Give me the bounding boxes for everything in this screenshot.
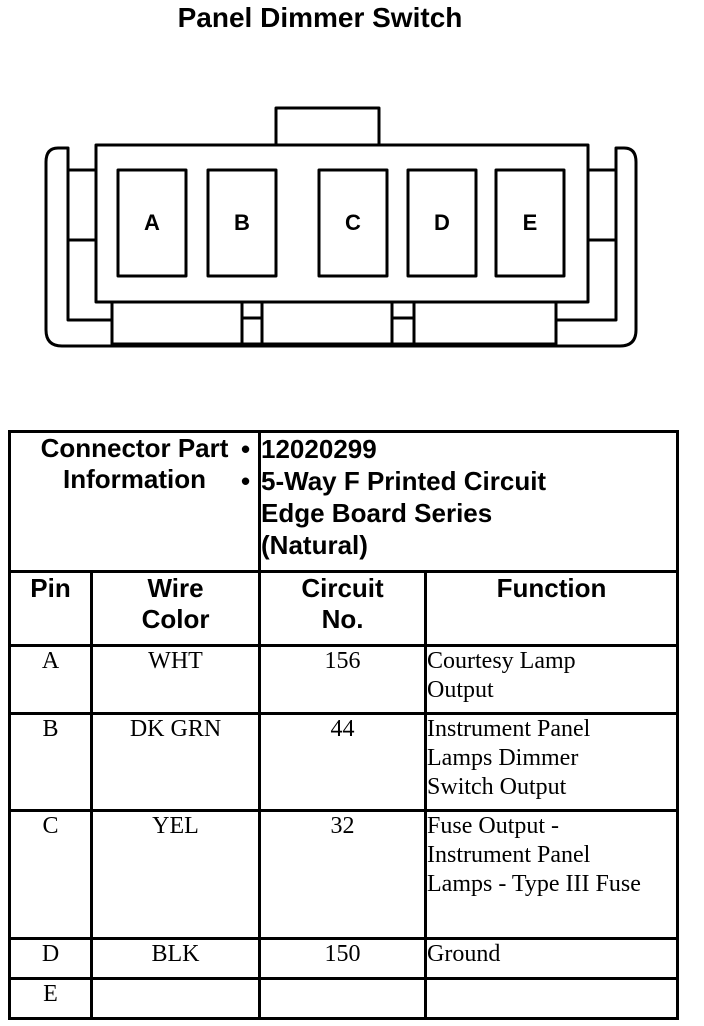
connector-info-table: Connector Part Information • 12020299 • … (7, 430, 680, 1020)
circuit-cell: 32 (258, 809, 428, 940)
connector-part-details: • 12020299 • 5-Way F Printed Circuit Edg… (241, 430, 680, 573)
pin-cell: C (8, 809, 93, 940)
circuit-cell: 44 (258, 712, 428, 812)
part-info-row: Connector Part Information • 12020299 • … (7, 430, 680, 573)
pin-cavity (206, 168, 278, 278)
diagram-title: Panel Dimmer Switch (177, 2, 463, 33)
part-description-line: 5-Way F Printed Circuit (261, 466, 547, 496)
function-cell: Fuse Output - Instrument Panel Lamps - T… (424, 809, 680, 940)
header-pin: Pin (8, 570, 93, 647)
pin-cavity (116, 168, 188, 278)
wire-color-cell (89, 977, 262, 1020)
pin-cell: E (8, 977, 93, 1020)
pin-cavity (317, 168, 389, 278)
table-row: D BLK 150 Ground (8, 937, 680, 980)
wire-color-cell: DK GRN (89, 712, 262, 812)
circuit-cell: 150 (258, 937, 428, 980)
function-cell: Instrument Panel Lamps Dimmer Switch Out… (424, 712, 680, 812)
part-description-line: (Natural) (261, 530, 368, 560)
pin-cavity (406, 168, 478, 278)
pin-label: D (434, 210, 450, 235)
function-cell: Courtesy Lamp Output (424, 644, 680, 715)
wire-color-cell: BLK (89, 937, 262, 980)
column-header-row: Pin Wire Color Circuit No. Function (8, 570, 680, 647)
header-function: Function (424, 570, 680, 647)
pin-label: E (523, 210, 538, 235)
bullet-icon: • (241, 466, 251, 496)
part-number: 12020299 (261, 434, 377, 464)
function-cell (424, 977, 680, 1020)
header-circuit-no: Circuit No. (258, 570, 428, 647)
pin-cell: D (8, 937, 93, 980)
part-description-line: Edge Board Series (261, 498, 493, 528)
wire-color-cell: WHT (89, 644, 262, 715)
pin-label: B (234, 210, 250, 235)
pin-cavity (494, 168, 566, 278)
connector-part-label: Connector Part Information (7, 430, 262, 573)
header-wire-color: Wire Color (89, 570, 262, 647)
connector-top-latch (274, 106, 381, 147)
circuit-cell: 156 (258, 644, 428, 715)
pin-label: A (144, 210, 160, 235)
bullet-icon: • (241, 434, 251, 464)
pin-label: C (345, 210, 361, 235)
pin-cell: B (8, 712, 93, 812)
connector-face-diagram: A B C D E (44, 106, 638, 348)
connector-shroud (44, 146, 638, 348)
table-row: A WHT 156 Courtesy Lamp Output (8, 644, 680, 715)
pin-cell: A (8, 644, 93, 715)
table-row: B DK GRN 44 Instrument Panel Lamps Dimme… (8, 712, 680, 812)
table-row: C YEL 32 Fuse Output - Instrument Panel … (8, 809, 680, 940)
circuit-cell (258, 977, 428, 1020)
function-cell: Ground (424, 937, 680, 980)
table-row: E (8, 977, 680, 1020)
wire-color-cell: YEL (89, 809, 262, 940)
